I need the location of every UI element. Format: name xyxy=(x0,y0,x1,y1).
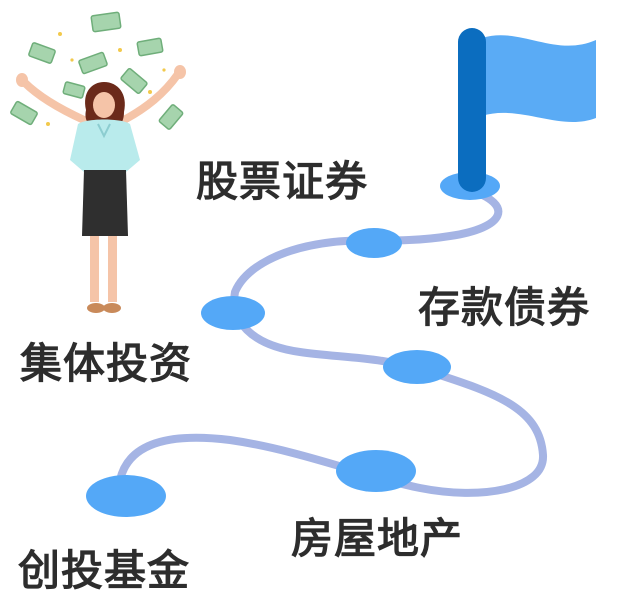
path-node-venture xyxy=(86,475,166,517)
path-node-deposits xyxy=(383,350,451,384)
path-node-realestate xyxy=(336,450,416,492)
label-deposits: 存款债券 xyxy=(418,283,591,332)
celebrating-woman-icon xyxy=(16,65,186,313)
path-node-collective xyxy=(201,296,265,330)
path-node-stocks xyxy=(346,228,402,258)
label-stocks: 股票证券 xyxy=(196,157,369,206)
label-real-estate: 房屋地产 xyxy=(291,514,464,563)
label-venture-fund: 创投基金 xyxy=(18,546,191,595)
flag-icon xyxy=(440,28,596,200)
banknote-icon xyxy=(10,11,184,130)
sparkle-icon xyxy=(46,32,166,126)
label-collective-investment: 集体投资 xyxy=(20,339,193,388)
